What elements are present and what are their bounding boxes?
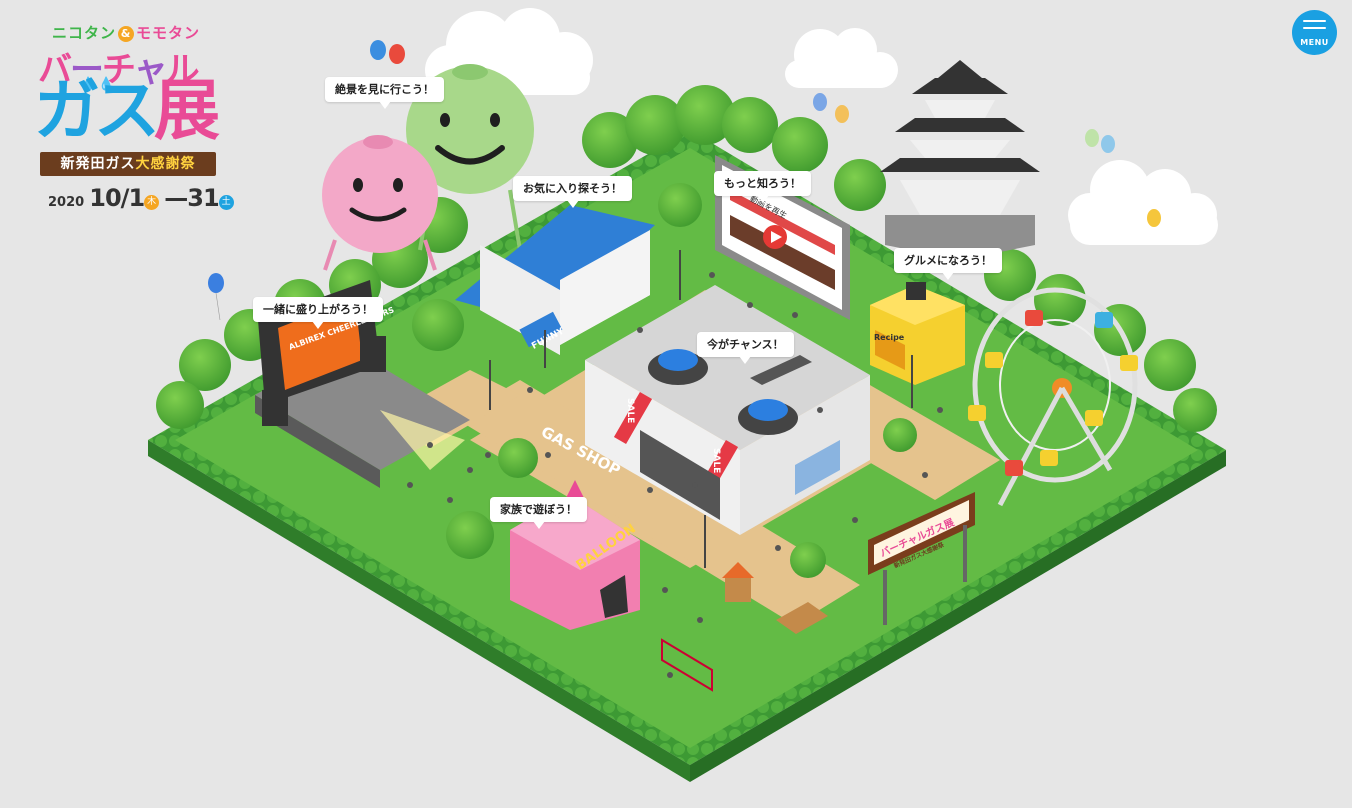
recipe-sign: Recipe: [874, 333, 905, 342]
bubble-scenic-view[interactable]: 絶景を見に行こう！: [325, 77, 444, 109]
shibata-castle[interactable]: [880, 60, 1040, 260]
bubble-family-play[interactable]: 家族で遊ぼう！: [490, 497, 587, 529]
bubble-get-excited[interactable]: 一緒に盛り上がろう！: [253, 297, 383, 329]
bubble-find-favorite[interactable]: お気に入り探そう！: [513, 176, 632, 208]
logo-ribbon: 新発田ガス大感謝祭: [40, 152, 216, 176]
logo-virtual-text: バーチャル: [38, 50, 200, 90]
gas-drop-icons: 💧💧: [80, 77, 117, 92]
video-screen[interactable]: 動画を再生: [715, 155, 850, 320]
bubble-chance[interactable]: 今がチャンス！: [697, 332, 794, 364]
logo-main-text: ガス展: [34, 72, 220, 149]
bubble-learn-more[interactable]: もっと知ろう！: [714, 171, 811, 203]
momotan-character[interactable]: [322, 135, 438, 271]
menu-button[interactable]: MENU: [1292, 10, 1337, 55]
menu-label: MENU: [1300, 38, 1329, 47]
street-lamps: [489, 250, 913, 568]
trees: [156, 85, 1217, 578]
playground[interactable]: [661, 562, 828, 692]
logo-subtitle: ニコタン&モモタン: [52, 24, 201, 42]
ferris-wheel[interactable]: [968, 287, 1138, 507]
floating-balloons: [208, 40, 1161, 321]
sale-sign: SALE: [711, 448, 721, 473]
visitors: [407, 272, 943, 678]
gas-shop-building[interactable]: GAS SHOP SALE SALE: [538, 285, 870, 535]
sale-sign: SALE: [625, 398, 635, 423]
cloud-right: [1068, 160, 1218, 245]
event-logo[interactable]: ニコタン&モモタン バーチャル 💧💧 ガス展 新発田ガス大感謝祭 2020 10…: [30, 22, 234, 217]
bubble-gourmet[interactable]: グルメになろう！: [894, 248, 1002, 280]
shop-house[interactable]: FUNNY: [455, 205, 655, 355]
cloud-top-right: [785, 28, 898, 88]
hamburger-icon: [1303, 20, 1326, 34]
recipe-gourmet-booth[interactable]: Recipe: [870, 282, 965, 385]
